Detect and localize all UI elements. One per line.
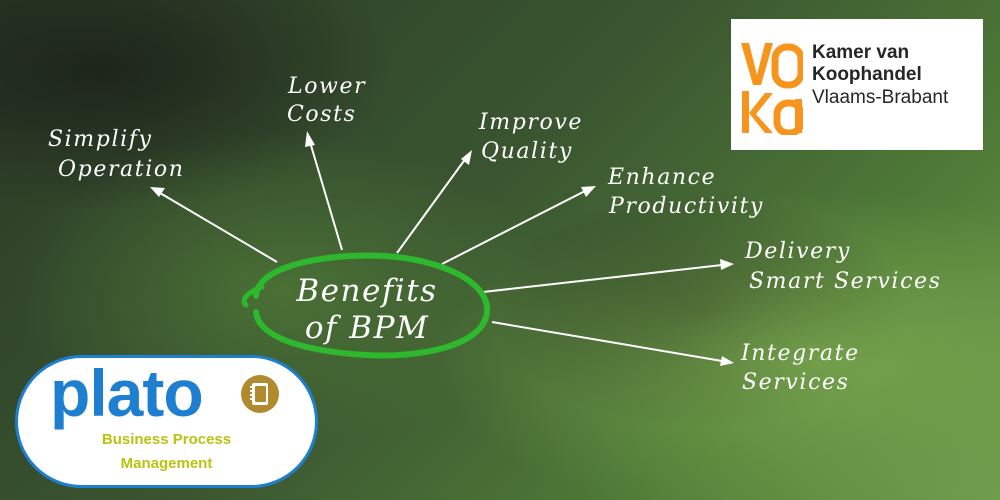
voka-logo: Kamer van Koophandel Vlaams-Brabant (731, 19, 983, 150)
benefit-delivery-smart-services: Delivery Smart Services (744, 239, 942, 294)
benefit-label-line1: Improve (478, 110, 583, 135)
benefit-lower-costs: Lower Costs (287, 74, 366, 127)
benefit-label-line2: Quality (481, 139, 573, 164)
arrow-enhance-productivity (441, 186, 596, 265)
benefit-label-line2: Operation (58, 157, 184, 182)
plato-logo: plato Business Process Management (15, 355, 318, 488)
arrow-integrate-services (491, 321, 734, 366)
arrow-improve-quality (396, 150, 472, 254)
center-node: Benefits of BPM (241, 252, 491, 359)
benefit-label-line2: Smart Services (749, 269, 942, 294)
benefit-label-line1: Delivery (744, 239, 851, 264)
plato-wordmark: plato (50, 356, 204, 430)
plato-subtitle-line1: Business Process (101, 431, 232, 448)
notebook-icon (241, 375, 279, 413)
voka-name-line3: Vlaams-Brabant (812, 87, 949, 108)
benefit-label-line1: Lower (287, 74, 366, 99)
center-title-line1: Benefits (295, 273, 437, 309)
voka-logo-mark (741, 43, 803, 135)
benefit-label-line1: Enhance (607, 165, 716, 190)
benefit-improve-quality: Improve Quality (478, 110, 583, 164)
benefit-label-line2: Costs (287, 102, 357, 127)
arrow-delivery-smart-services (482, 259, 734, 293)
benefit-enhance-productivity: Enhance Productivity (607, 165, 764, 219)
center-ring (253, 252, 491, 359)
benefit-integrate-services: Integrate Services (740, 341, 860, 395)
benefit-label-line2: Productivity (608, 194, 764, 219)
arrow-simplify-operation (150, 187, 278, 263)
plato-subtitle-line2: Management (120, 455, 213, 472)
center-ring-tail (241, 284, 265, 308)
benefit-label-line1: Simplify (48, 127, 153, 152)
voka-name-line2: Koophandel (812, 64, 922, 85)
benefit-label-line2: Services (742, 370, 850, 395)
arrow-lower-costs (305, 131, 343, 251)
voka-name-line1: Kamer van (812, 42, 910, 63)
benefit-simplify-operation: Simplify Operation (48, 127, 184, 182)
benefit-label-line1: Integrate (740, 341, 860, 366)
center-title-line2: of BPM (305, 310, 429, 346)
